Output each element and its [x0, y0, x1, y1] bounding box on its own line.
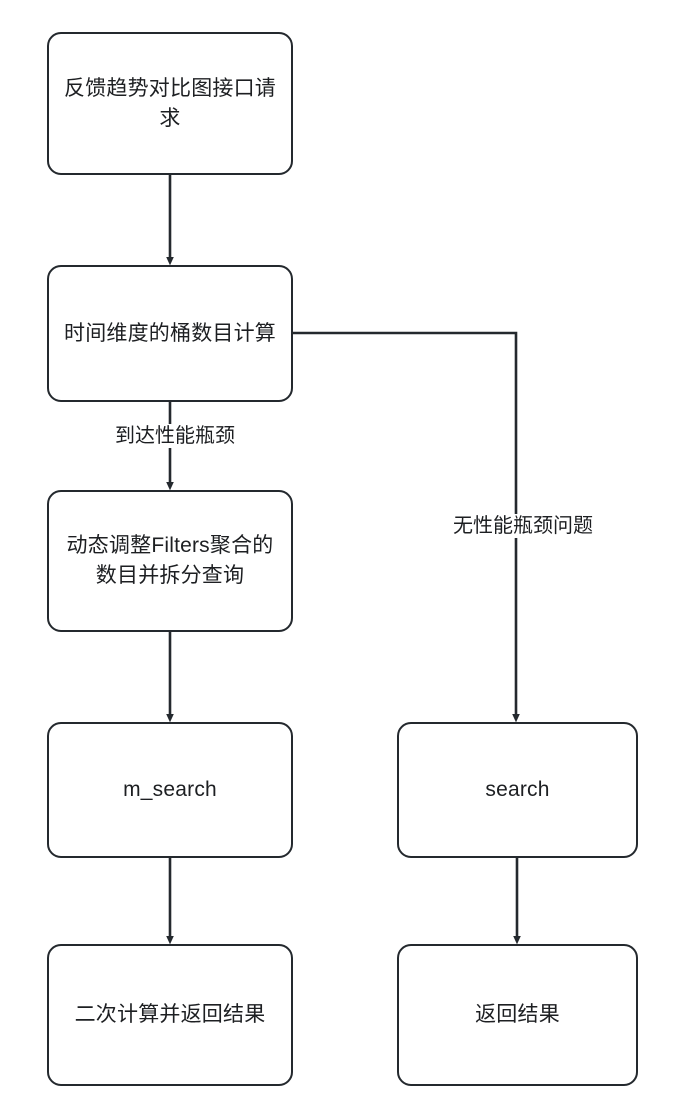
node-return-result-label: 返回结果 [475, 1003, 560, 1027]
node-request[interactable]: 反馈趋势对比图接口请求 [47, 32, 293, 175]
node-return-result[interactable]: 返回结果 [397, 944, 638, 1086]
node-request-label: 反馈趋势对比图接口请求 [64, 76, 276, 130]
node-search[interactable]: search [397, 722, 638, 858]
edge-bucket-calc-to-search [293, 331, 520, 723]
node-search-label: search [485, 778, 550, 802]
node-recalc-return-label: 二次计算并返回结果 [74, 1003, 266, 1027]
node-bucket-calc-label: 时间维度的桶数目计算 [64, 321, 276, 345]
node-dynamic-filters[interactable]: 动态调整Filters聚合的数目并拆分查询 [47, 490, 293, 632]
node-bucket-calc[interactable]: 时间维度的桶数目计算 [47, 265, 293, 402]
edge-label-no-bottleneck: 无性能瓶颈问题 [420, 514, 626, 538]
node-recalc-return[interactable]: 二次计算并返回结果 [47, 944, 293, 1086]
node-dynamic-filters-label: 动态调整Filters聚合的数目并拆分查询 [66, 534, 274, 587]
node-m-search[interactable]: m_search [47, 722, 293, 858]
edge-label-bottleneck: 到达性能瓶颈 [84, 424, 266, 448]
node-m-search-label: m_search [123, 778, 217, 802]
